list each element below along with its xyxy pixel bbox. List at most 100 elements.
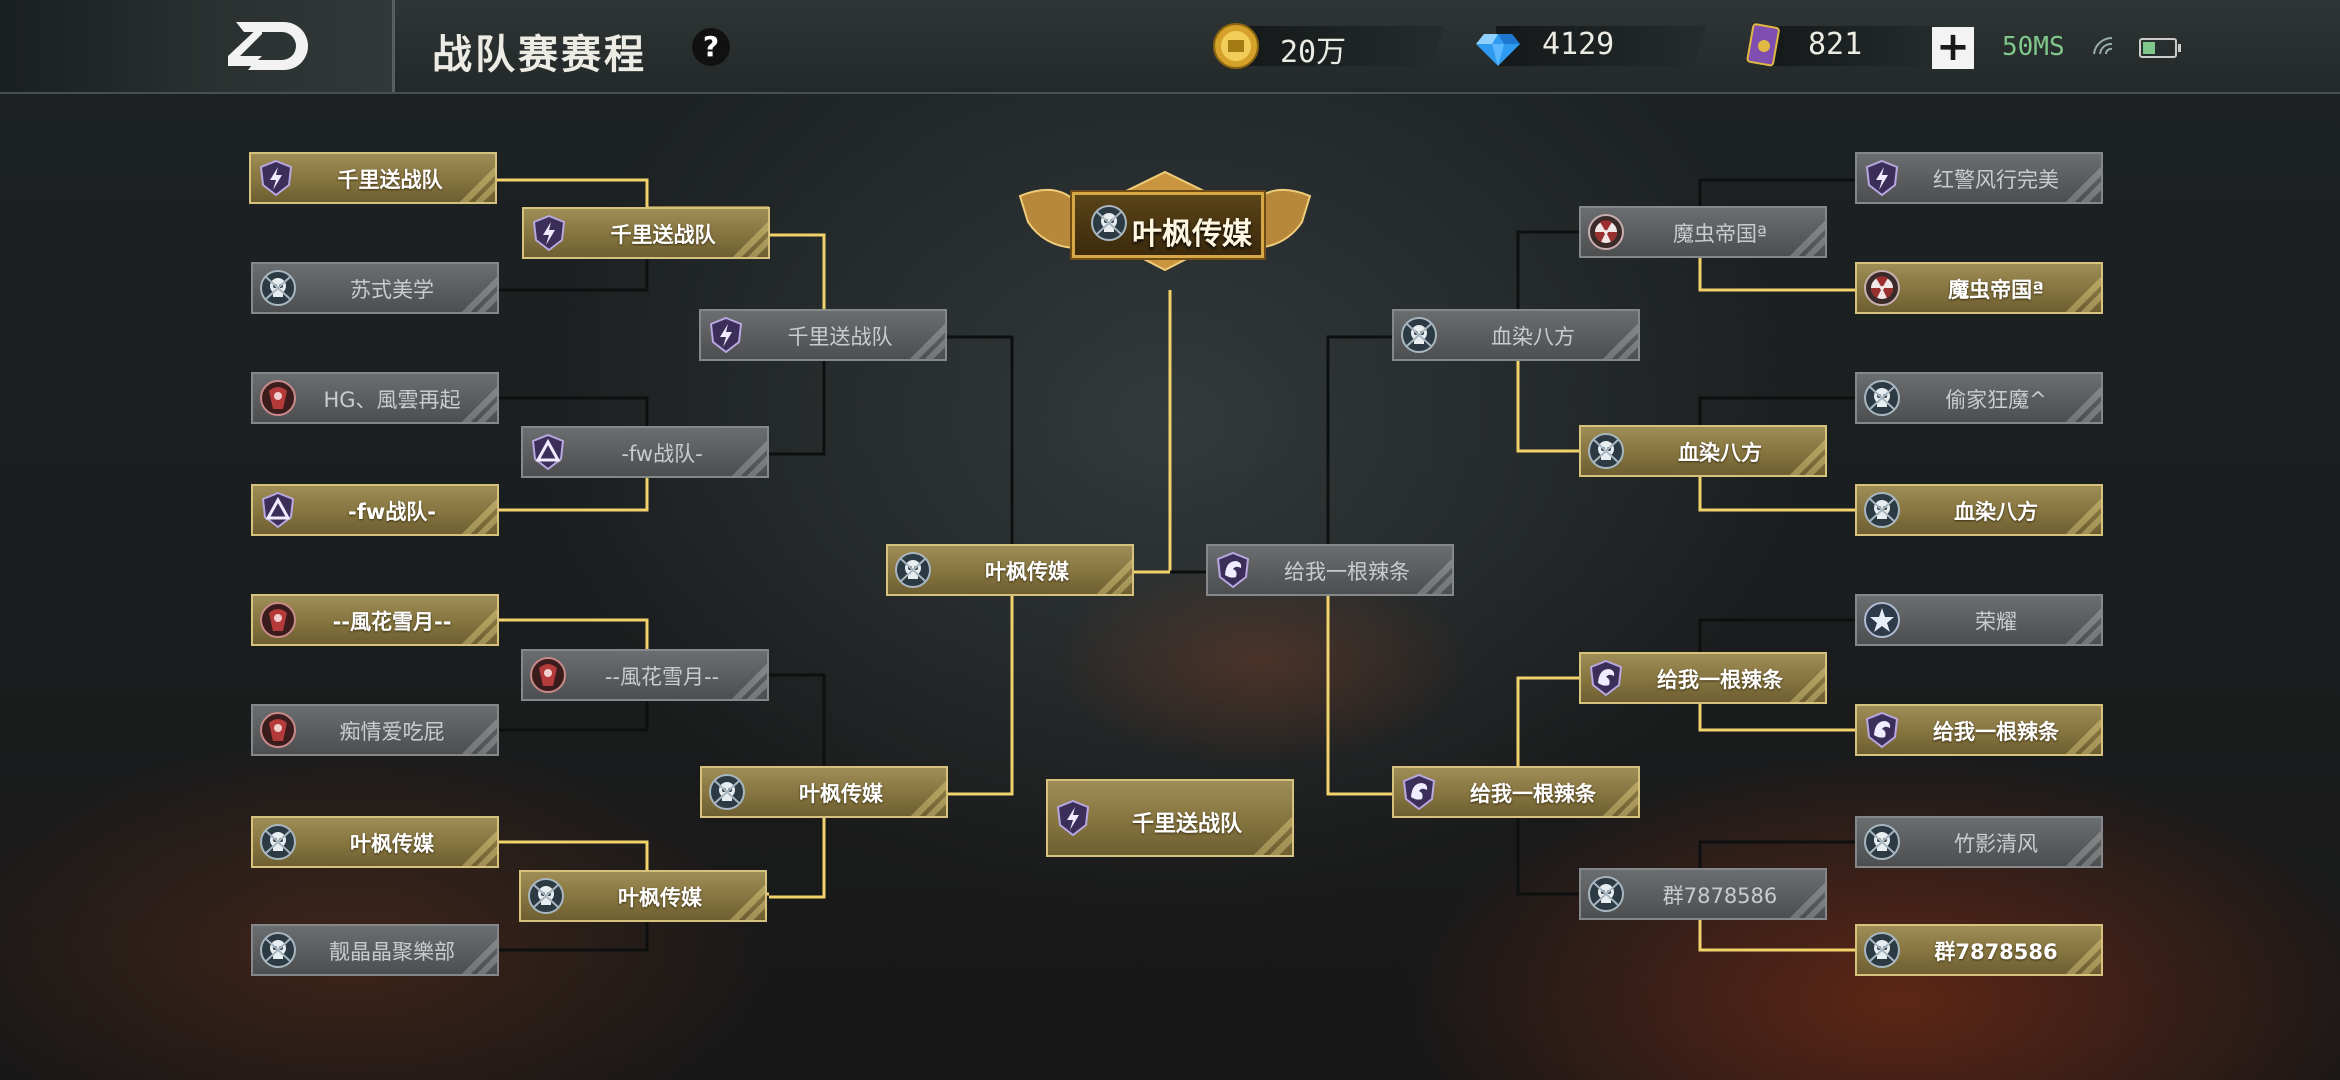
skull-crossbones-badge-icon: [894, 551, 932, 589]
team-slot[interactable]: 荣耀: [1855, 594, 2103, 646]
skull-crossbones-badge-icon: [259, 269, 297, 307]
page-title: 战队赛赛程: [432, 32, 647, 78]
back-arrow-icon[interactable]: [222, 16, 314, 76]
card-counter: 821: [1740, 22, 1972, 70]
bracket-line: [1326, 335, 1450, 572]
team-name: HG、風雲再起: [323, 388, 461, 412]
team-name: 千里送战队: [337, 168, 443, 192]
team-slot[interactable]: 给我一根辣条: [1579, 652, 1827, 704]
lightning-shield-badge-icon: [1054, 799, 1092, 837]
team-slot[interactable]: 群7878586: [1579, 868, 1827, 920]
team-slot[interactable]: 叶枫传媒: [251, 816, 499, 868]
bracket-line: [1134, 290, 1172, 574]
help-button[interactable]: ?: [692, 28, 730, 66]
team-slot[interactable]: 苏式美学: [251, 262, 499, 314]
team-slot[interactable]: 魔虫帝国ª: [1855, 262, 2103, 314]
team-slot[interactable]: 群7878586: [1855, 924, 2103, 976]
skull-crossbones-badge-icon: [1863, 491, 1901, 529]
team-name: 血染八方: [1491, 325, 1575, 349]
team-name: 红警风行完美: [1933, 168, 2059, 192]
team-name: 给我一根辣条: [1284, 560, 1410, 584]
bracket-line: [946, 335, 1134, 572]
skull-crossbones-badge-icon: [1863, 379, 1901, 417]
team-slot[interactable]: 偷家狂魔^: [1855, 372, 2103, 424]
champion-name: 叶枫传媒: [1132, 217, 1252, 252]
triangle-badge-icon: [529, 433, 567, 471]
team-name: 给我一根辣条: [1657, 668, 1783, 692]
bracket-line: [948, 570, 1014, 796]
team-slot[interactable]: --風花雪月--: [251, 594, 499, 646]
team-slot[interactable]: 叶枫传媒: [886, 544, 1134, 596]
team-slot[interactable]: 千里送战队: [699, 309, 947, 361]
red-emblem-badge-icon: [529, 656, 567, 694]
bracket-line: [497, 178, 769, 210]
team-name: 叶枫传媒: [799, 782, 883, 806]
team-slot[interactable]: -fw战队-: [521, 426, 769, 478]
team-name: 魔虫帝国ª: [1673, 222, 1767, 246]
team-name: --風花雪月--: [332, 610, 452, 634]
bracket-line: [1516, 792, 1579, 896]
skull-crossbones-badge-icon: [1400, 316, 1438, 354]
bracket-line: [769, 790, 826, 899]
team-name: 给我一根辣条: [1933, 720, 2059, 744]
diamond-counter: 4129: [1474, 22, 1706, 70]
team-slot[interactable]: 给我一根辣条: [1392, 766, 1640, 818]
team-slot[interactable]: 千里送战队: [522, 207, 770, 259]
team-slot[interactable]: -fw战队-: [251, 484, 499, 536]
triangle-badge-icon: [259, 491, 297, 529]
team-slot[interactable]: 血染八方: [1392, 309, 1640, 361]
add-currency-button[interactable]: +: [1932, 27, 1974, 69]
skull-crossbones-badge-icon: [527, 877, 565, 915]
team-slot[interactable]: 靓晶晶聚樂部: [251, 924, 499, 976]
team-name: 靓晶晶聚樂部: [329, 940, 455, 964]
laurel-wings-icon: [1018, 170, 1312, 272]
team-name: 叶枫传媒: [350, 832, 434, 856]
team-slot[interactable]: 给我一根辣条: [1206, 544, 1454, 596]
third-place-slot[interactable]: 千里送战队: [1046, 779, 1294, 857]
team-slot[interactable]: 血染八方: [1579, 425, 1827, 477]
team-name: 荣耀: [1975, 610, 2017, 634]
bracket-line: [769, 335, 826, 456]
diamond-icon: [1476, 34, 1520, 66]
skull-crossbones-badge-icon: [708, 773, 746, 811]
team-name: 群7878586: [1662, 884, 1778, 908]
red-emblem-badge-icon: [259, 711, 297, 749]
team-slot[interactable]: 魔虫帝国ª: [1579, 206, 1827, 258]
radiation-badge-icon: [1587, 213, 1625, 251]
lightning-shield-badge-icon: [257, 159, 295, 197]
bracket-line: [1326, 570, 1394, 796]
bracket-line: [1516, 335, 1579, 453]
champion-plate[interactable]: 叶枫传媒: [1014, 168, 1316, 272]
dragon-badge-icon: [1863, 711, 1901, 749]
red-emblem-badge-icon: [259, 601, 297, 639]
skull-crossbones-badge-icon: [259, 931, 297, 969]
team-name: 魔虫帝国ª: [1948, 278, 2044, 302]
team-name: -fw战队-: [621, 442, 703, 466]
skull-crossbones-badge-icon: [1587, 432, 1625, 470]
team-slot[interactable]: --風花雪月--: [521, 649, 769, 701]
skull-crossbones-badge-icon: [259, 823, 297, 861]
team-name: 千里送战队: [1131, 812, 1242, 837]
team-slot[interactable]: 叶枫传媒: [519, 870, 767, 922]
team-name: 竹影清风: [1954, 832, 2038, 856]
team-slot[interactable]: 叶枫传媒: [700, 766, 948, 818]
top-bar: 战队赛赛程 ? 20万 4129 821 + 50MS: [0, 0, 2340, 94]
team-name: 苏式美学: [350, 278, 434, 302]
team-name: 血染八方: [1954, 500, 2038, 524]
team-slot[interactable]: HG、風雲再起: [251, 372, 499, 424]
team-slot[interactable]: 竹影清风: [1855, 816, 2103, 868]
team-name: 偷家狂魔^: [1945, 388, 2047, 412]
battery-icon: [2139, 38, 2181, 58]
team-name: --風花雪月--: [604, 665, 720, 689]
team-slot[interactable]: 给我一根辣条: [1855, 704, 2103, 756]
team-name: 血染八方: [1678, 441, 1762, 465]
gold-value: 20万: [1280, 35, 1347, 70]
skull-crossbones-badge-icon: [1587, 875, 1625, 913]
lightning-shield-badge-icon: [1863, 159, 1901, 197]
gold-coin-icon: [1213, 23, 1259, 69]
team-slot[interactable]: 痴情爱吃屁: [251, 704, 499, 756]
team-slot[interactable]: 血染八方: [1855, 484, 2103, 536]
team-slot[interactable]: 红警风行完美: [1855, 152, 2103, 204]
red-emblem-badge-icon: [259, 379, 297, 417]
team-slot[interactable]: 千里送战队: [249, 152, 497, 204]
